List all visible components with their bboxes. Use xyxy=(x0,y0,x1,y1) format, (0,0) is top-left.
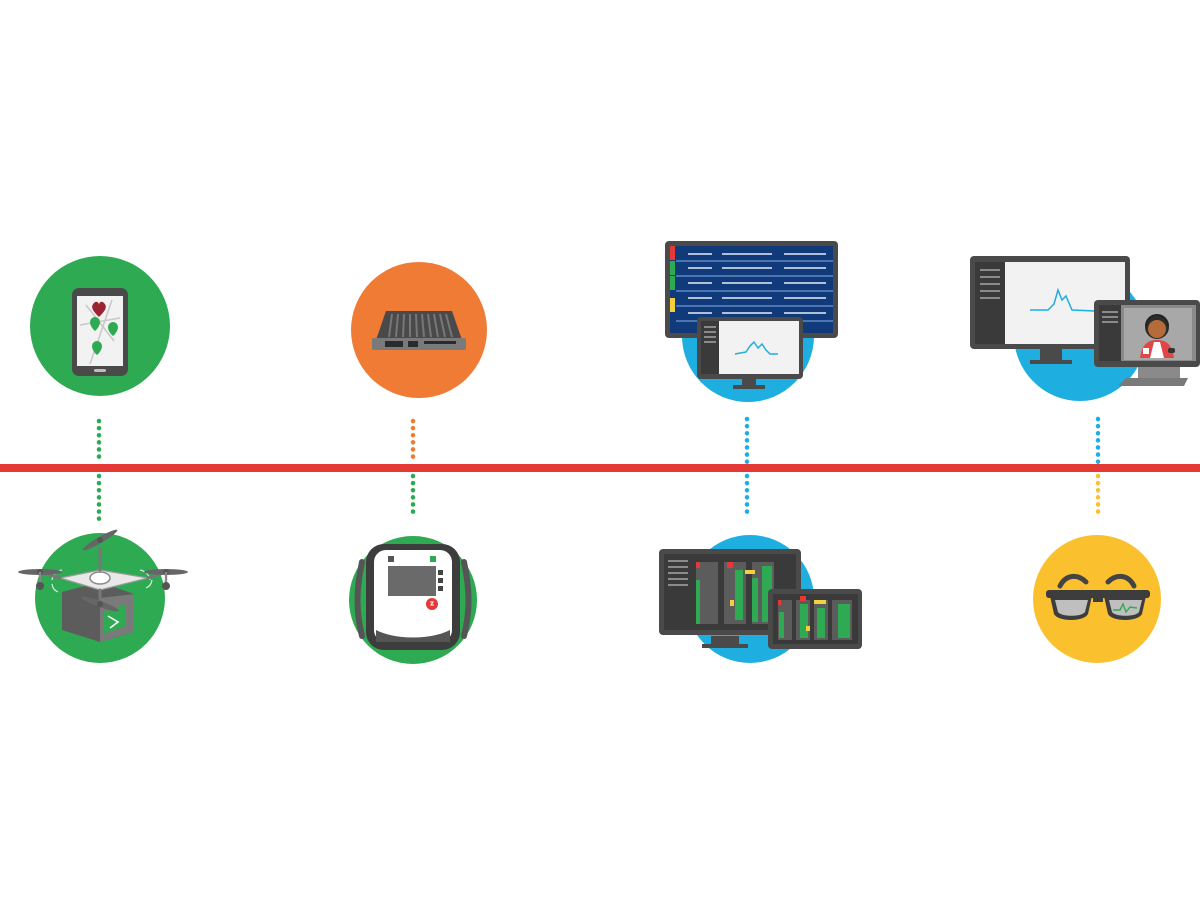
smartphone-map-app-icon xyxy=(72,288,128,376)
smart-glasses-icon xyxy=(1046,574,1150,620)
edge-router-box-icon xyxy=(372,311,466,350)
timeline-bar xyxy=(0,464,1200,472)
node-dashboard xyxy=(665,241,838,402)
node-edge-router xyxy=(351,262,487,398)
defibrillator-icon xyxy=(354,544,472,650)
node-drone xyxy=(18,529,188,663)
drone-delivery-aed-icon xyxy=(18,529,188,642)
node-smartphone xyxy=(30,256,170,396)
node-smart-glasses xyxy=(1033,535,1161,663)
telemedicine-video-call-icon xyxy=(970,256,1200,386)
node-telemedicine xyxy=(970,256,1200,401)
status-board-monitor-icon xyxy=(659,549,862,649)
dashboard-monitor-icon xyxy=(665,241,838,389)
node-status-board xyxy=(659,535,862,663)
node-defibrillator xyxy=(349,536,477,664)
